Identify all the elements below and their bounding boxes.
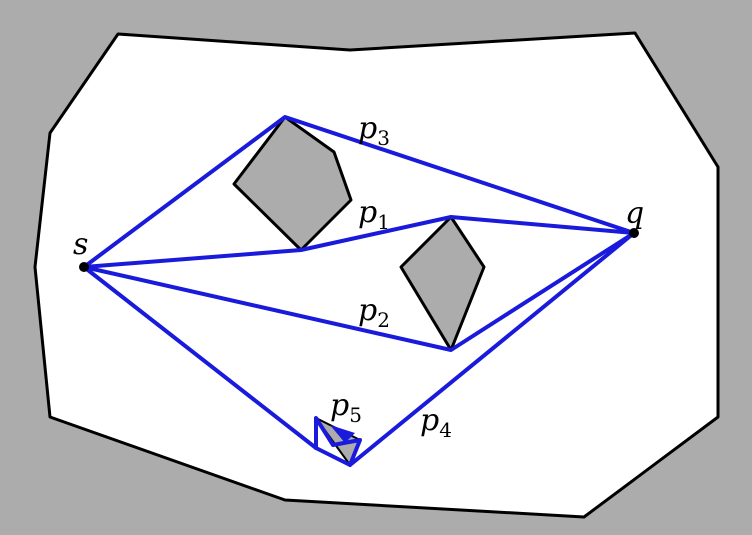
path-label-p5: p5: [330, 388, 362, 427]
path-label-p4: p4: [420, 403, 452, 442]
outer-boundary: [33, 31, 720, 519]
goal-point: [629, 228, 639, 238]
path-p4: [82, 231, 636, 467]
path-label-p3: p3: [358, 111, 390, 150]
path-label-p2: p2: [358, 293, 390, 332]
path-p5: [314, 416, 362, 467]
start-label: s: [73, 227, 88, 262]
obstacle-upper: [232, 115, 353, 252]
path-label-p1: p1: [358, 195, 390, 234]
path-p1: [82, 215, 636, 269]
path-p5-arrowhead: [330, 425, 355, 443]
path-p3: [82, 115, 636, 269]
goal-label: q: [625, 196, 644, 231]
start-point: [79, 262, 89, 272]
path-p2: [82, 231, 636, 352]
